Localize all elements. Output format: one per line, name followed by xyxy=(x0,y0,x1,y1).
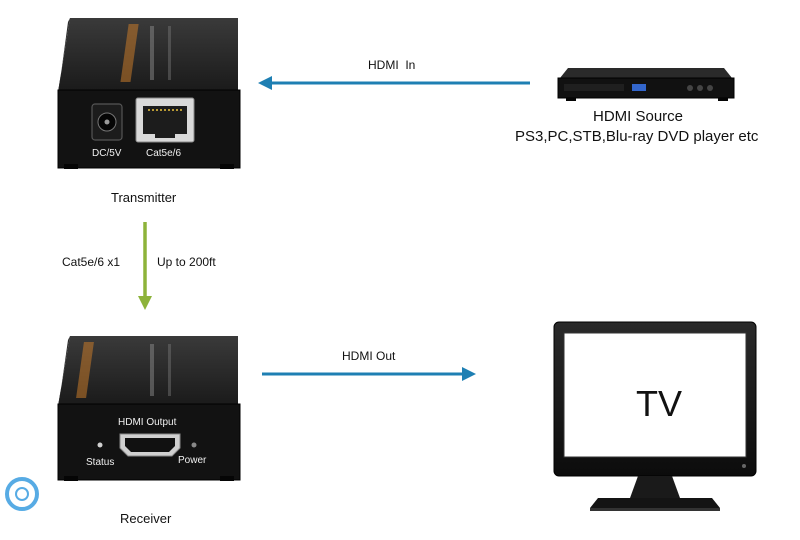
hdmi-output-label: HDMI Output xyxy=(118,417,177,428)
receiver-caption: Receiver xyxy=(120,511,172,526)
hdmi-in-label: HDMI In xyxy=(368,58,416,72)
transmitter-caption: Transmitter xyxy=(111,190,177,205)
dc-power-port xyxy=(91,103,123,141)
blu-ray-player xyxy=(557,68,735,101)
hdmi-in-arrow xyxy=(258,76,530,90)
power-led xyxy=(191,442,197,448)
source-subtitle: PS3,PC,STB,Blu-ray DVD player etc xyxy=(515,128,759,145)
hdmi-out-label: HDMI Out xyxy=(342,349,396,363)
status-label: Status xyxy=(86,457,115,468)
tv-screen-text: TV xyxy=(636,383,683,424)
rj45-port xyxy=(135,97,195,143)
cable-arrow xyxy=(138,222,152,310)
source-title: HDMI Source xyxy=(593,108,684,125)
cat-port-label: Cat5e/6 xyxy=(146,148,182,159)
watermark-logo xyxy=(5,477,39,511)
receiver-device xyxy=(57,336,241,481)
status-led xyxy=(97,442,103,448)
tv-monitor xyxy=(553,321,757,511)
transmitter-device xyxy=(57,18,241,169)
dc-port-label: DC/5V xyxy=(92,148,122,159)
power-label: Power xyxy=(178,455,207,466)
distance-label: Up to 200ft xyxy=(157,255,216,269)
hdmi-out-arrow xyxy=(262,367,476,381)
cable-label: Cat5e/6 x1 xyxy=(62,255,121,269)
hdmi-output-port xyxy=(119,433,181,457)
